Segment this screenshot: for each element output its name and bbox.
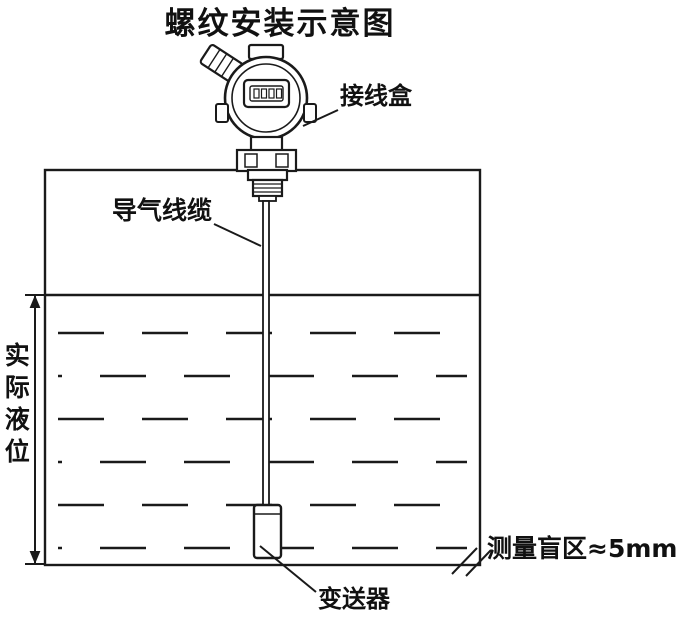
head-ear-right <box>303 103 317 123</box>
blind-zone-tick-2 <box>465 549 492 577</box>
junction-box-label: 接线盒 <box>340 82 412 110</box>
arrow-down-icon <box>29 551 41 564</box>
transmitter-assembly <box>199 43 317 560</box>
air-cable-label: 导气线缆 <box>112 196 213 225</box>
hex-nut <box>246 168 289 182</box>
transmitter-label: 变送器 <box>318 585 390 613</box>
junction-box-leader <box>302 109 339 127</box>
neck <box>249 135 284 153</box>
lcd-display-icon <box>242 78 291 109</box>
probe-body <box>252 503 283 560</box>
head-ear-left <box>215 103 229 123</box>
leader-lines <box>213 109 492 593</box>
blind-zone-label: 测量盲区≈5mm <box>487 534 678 563</box>
transmitter-leader <box>259 545 317 593</box>
bracket-slot-right <box>275 153 289 168</box>
air-cable-leader <box>213 223 262 247</box>
bracket-slot-left <box>244 153 258 168</box>
arrow-up-icon <box>29 295 41 308</box>
diagram-title: 螺纹安装示意图 <box>164 6 396 42</box>
level-dimension <box>25 294 45 565</box>
actual-level-label: 实际液位 <box>1 342 31 470</box>
air-cable-line <box>262 200 270 508</box>
blind-zone-tick-1 <box>451 547 478 575</box>
